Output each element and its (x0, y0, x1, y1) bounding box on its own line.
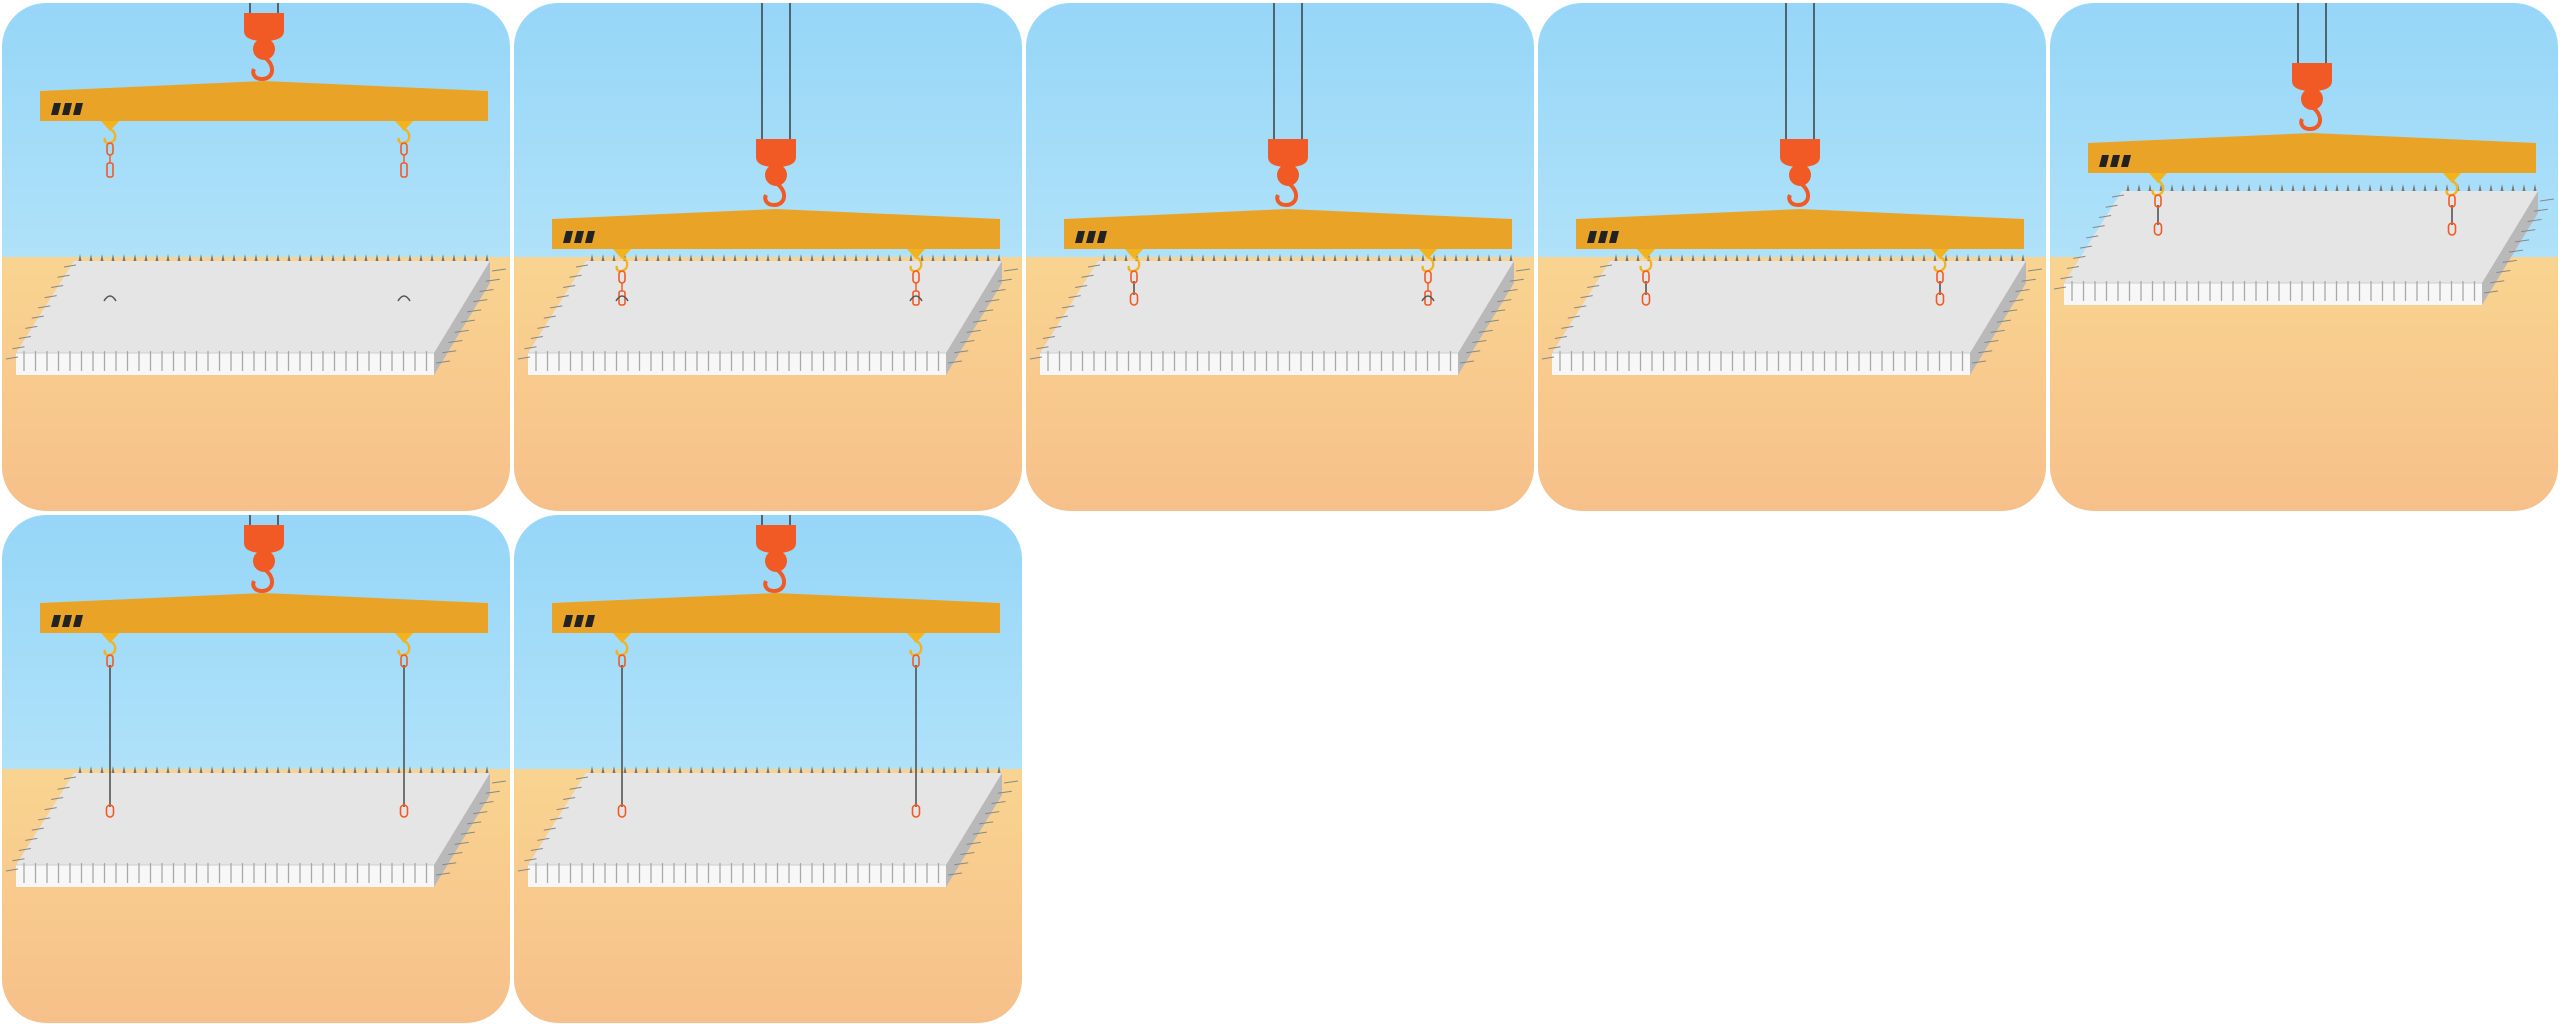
shackle-icon (1129, 270, 1139, 306)
lifting-loop-icon (909, 295, 923, 302)
lifting-beam-icon (552, 209, 1000, 249)
concrete-slab-icon (5, 766, 507, 887)
shackle-icon (2447, 194, 2457, 236)
crane-hook-icon (244, 525, 284, 594)
frame-panel (514, 3, 1022, 511)
concrete-slab-icon (517, 766, 1019, 887)
shackle-icon (400, 142, 408, 178)
hazard-stripes-icon (563, 615, 595, 627)
crane-hook-icon (756, 139, 796, 208)
shackle-icon (2153, 194, 2163, 236)
concrete-slab-icon (1029, 254, 1531, 375)
frame-panel (2, 515, 510, 1023)
shackle-icon (399, 654, 409, 818)
lifting-beam-icon (2088, 133, 2536, 173)
frame-panel (1026, 3, 1534, 511)
lifting-loop-icon (615, 295, 629, 302)
frame-panel (514, 515, 1022, 1023)
lifting-beam-icon (552, 593, 1000, 633)
shackle-icon (105, 654, 115, 818)
frame-panel (2, 3, 510, 511)
crane-hook-icon (244, 13, 284, 82)
lifting-loop-icon (1421, 295, 1435, 302)
crane-hook-icon (1780, 139, 1820, 208)
crane-hook-icon (1268, 139, 1308, 208)
hazard-stripes-icon (51, 615, 83, 627)
lifting-loop-icon (397, 295, 411, 302)
concrete-slab-icon (1541, 254, 2043, 375)
concrete-slab-icon (2053, 184, 2555, 305)
crane-cables (761, 3, 791, 153)
shackle-icon (1641, 270, 1651, 306)
lifting-beam-icon (1576, 209, 2024, 249)
hazard-stripes-icon (51, 103, 83, 115)
shackle-icon (617, 654, 627, 818)
lifting-loop-icon (103, 295, 117, 302)
lifting-beam-icon (40, 81, 488, 121)
lifting-beam-icon (40, 593, 488, 633)
crane-hook-icon (756, 525, 796, 594)
hazard-stripes-icon (1587, 231, 1619, 243)
hazard-stripes-icon (1075, 231, 1107, 243)
shackle-icon (1935, 270, 1945, 306)
concrete-slab-icon (5, 254, 507, 375)
hazard-stripes-icon (563, 231, 595, 243)
shackle-icon (911, 654, 921, 818)
crane-cables (1273, 3, 1303, 153)
concrete-slab-icon (517, 254, 1019, 375)
shackle-icon (106, 142, 114, 178)
crane-cables (1785, 3, 1815, 153)
frame-panel (2050, 3, 2558, 511)
crane-hook-icon (2292, 63, 2332, 132)
lifting-beam-icon (1064, 209, 1512, 249)
frame-panel (1538, 3, 2046, 511)
hazard-stripes-icon (2099, 155, 2131, 167)
